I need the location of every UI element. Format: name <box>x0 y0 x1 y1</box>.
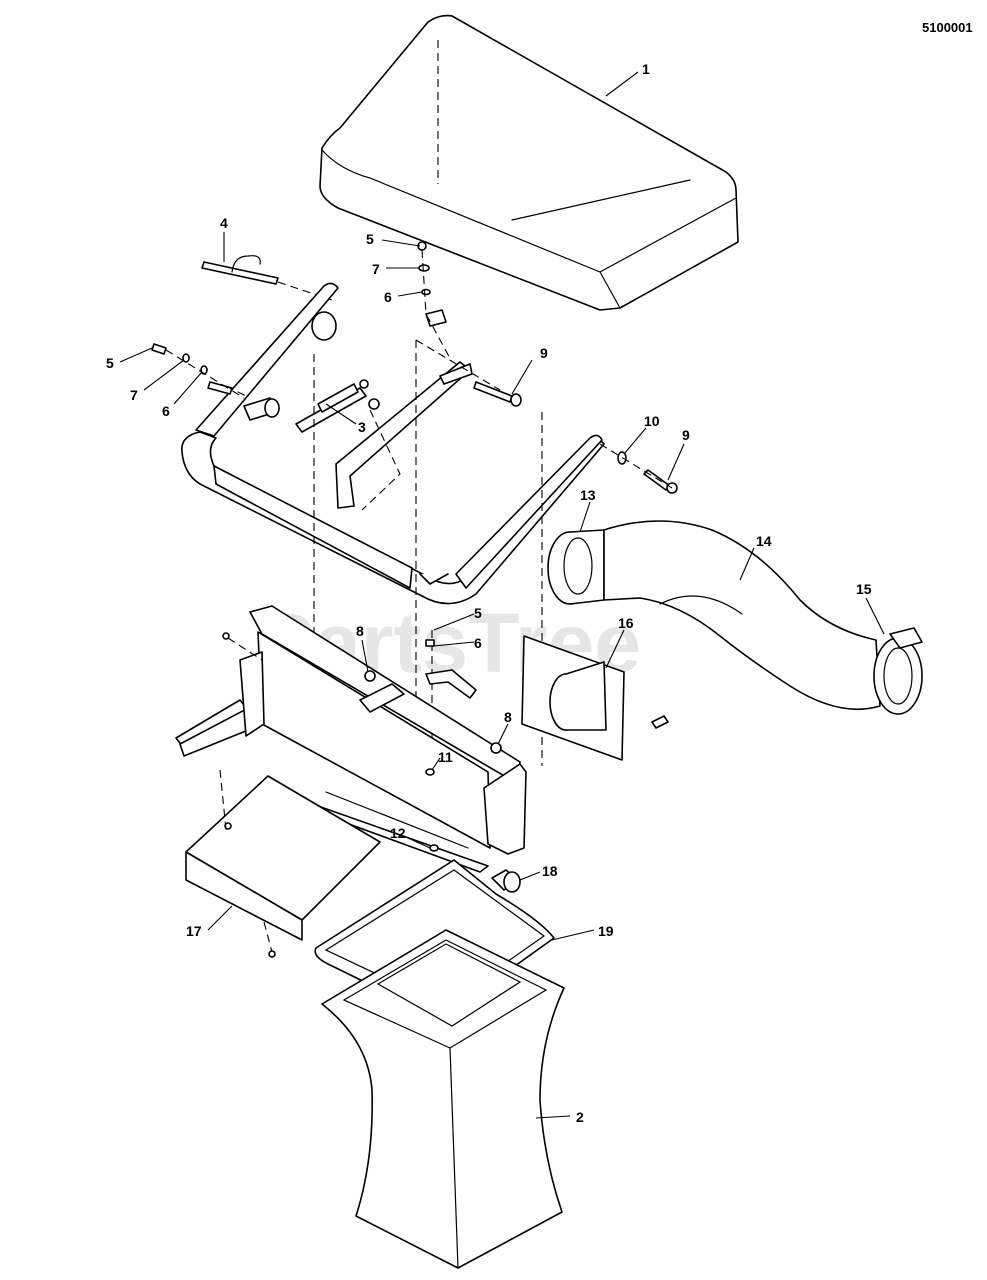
part-9-bolt-upper[interactable] <box>473 381 522 407</box>
callout-7-upper[interactable]: 7 <box>372 261 380 277</box>
callout-7-left[interactable]: 7 <box>130 387 138 403</box>
callout-10[interactable]: 10 <box>644 413 660 429</box>
callout-9-upper[interactable]: 9 <box>540 345 548 361</box>
part-1-cover[interactable] <box>319 14 739 311</box>
callout-15[interactable]: 15 <box>856 581 872 597</box>
part-18-spacer[interactable] <box>491 869 521 893</box>
callout-2[interactable]: 2 <box>576 1109 584 1125</box>
callout-3[interactable]: 3 <box>358 419 366 435</box>
callout-17[interactable]: 17 <box>186 923 202 939</box>
part-16-adapter[interactable] <box>521 635 669 761</box>
part-13-collar[interactable] <box>547 529 605 605</box>
callout-6-left[interactable]: 6 <box>162 403 170 419</box>
callout-11[interactable]: 11 <box>438 749 453 765</box>
part-17-deflector[interactable] <box>185 775 381 958</box>
part-4-pin[interactable] <box>201 255 279 285</box>
callout-5-lower[interactable]: 5 <box>474 605 482 621</box>
callout-9-right[interactable]: 9 <box>682 427 690 443</box>
callout-8-left[interactable]: 8 <box>356 623 364 639</box>
callout-19[interactable]: 19 <box>598 923 614 939</box>
callout-12[interactable]: 12 <box>390 825 406 841</box>
part-3-gas-spring[interactable] <box>207 379 380 433</box>
callout-4[interactable]: 4 <box>220 215 228 231</box>
callout-13[interactable]: 13 <box>580 487 596 503</box>
callout-5-left[interactable]: 5 <box>106 355 114 371</box>
left-hardware[interactable] <box>151 343 208 375</box>
part-8-nut-right[interactable] <box>490 742 502 754</box>
document-number: 5100001 <box>922 20 973 35</box>
callout-18[interactable]: 18 <box>542 863 558 879</box>
part-2-bag[interactable] <box>321 929 565 1269</box>
leader-lines <box>119 71 885 1119</box>
part-11-bolt[interactable] <box>425 768 435 776</box>
callout-labels: 1 4 5 7 6 9 5 7 6 3 10 9 13 14 15 16 5 6… <box>106 61 872 1125</box>
part-15-clamp[interactable] <box>873 627 923 715</box>
callout-6-upper[interactable]: 6 <box>384 289 392 305</box>
part-12-nut[interactable] <box>429 844 439 852</box>
center-bracket-lower[interactable] <box>425 639 477 699</box>
center-hardware[interactable] <box>417 241 473 385</box>
part-14-hose[interactable] <box>603 520 881 711</box>
lower-chute-frame[interactable] <box>175 605 527 873</box>
part-8-nut-left[interactable] <box>364 670 376 682</box>
callout-5-upper[interactable]: 5 <box>366 231 374 247</box>
callout-8-right[interactable]: 8 <box>504 709 512 725</box>
callout-16[interactable]: 16 <box>618 615 634 631</box>
callout-6-lower[interactable]: 6 <box>474 635 482 651</box>
callout-1[interactable]: 1 <box>642 61 650 77</box>
upper-frame[interactable] <box>181 282 605 605</box>
bolt-left-small[interactable] <box>222 632 230 640</box>
callout-14[interactable]: 14 <box>756 533 772 549</box>
